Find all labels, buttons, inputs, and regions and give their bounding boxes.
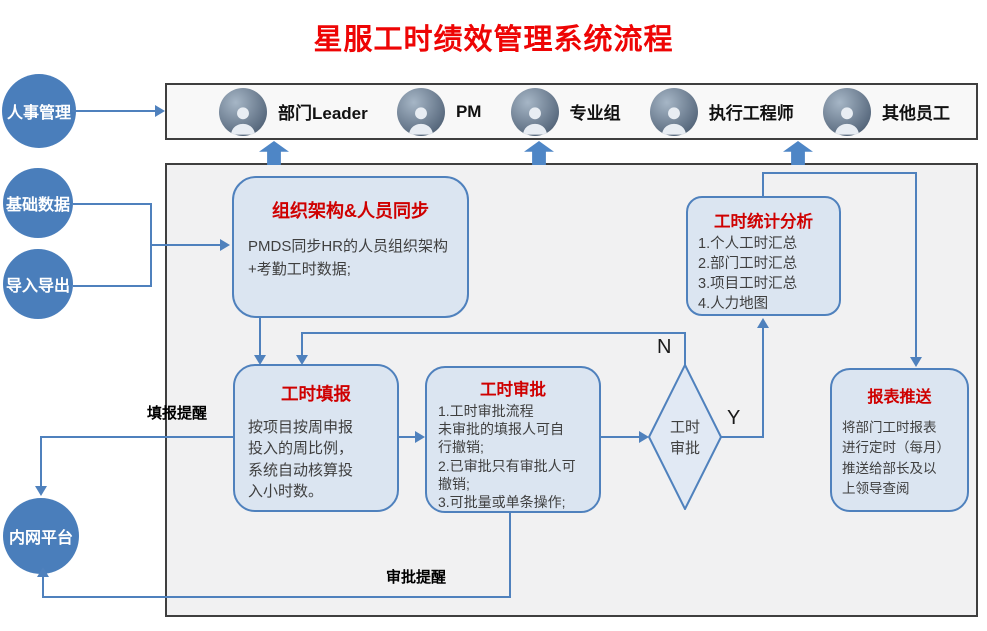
box-timesheet-approval: 工时审批 1.工时审批流程 未审批的填报人可自 行撤销; 2.已审批只有审批人可… xyxy=(425,366,601,513)
node-label: 内网平台 xyxy=(8,530,73,547)
connector-segment xyxy=(73,203,152,205)
connector-segment xyxy=(721,436,764,438)
avatar xyxy=(219,87,267,136)
label-no: N xyxy=(657,336,672,358)
node-basic-data: 基础数据 xyxy=(3,168,73,238)
role-item-execution-engineer: 执行工程师 xyxy=(649,87,794,136)
connector-segment xyxy=(40,436,42,487)
connector-segment xyxy=(301,332,686,334)
up-block-arrow xyxy=(783,141,813,165)
node-label: 导入导出 xyxy=(5,278,70,295)
connector-segment xyxy=(399,436,417,438)
role-item-other-staff: 其他员工 xyxy=(823,87,950,136)
decision-label: 工时 审批 xyxy=(669,419,700,457)
arrowhead xyxy=(910,357,922,367)
arrowhead xyxy=(415,431,425,443)
node-label: 基础数据 xyxy=(5,197,70,214)
decision-diamond xyxy=(648,364,722,510)
person-icon xyxy=(661,106,686,135)
arrowhead xyxy=(757,318,769,328)
label-yes: Y xyxy=(727,407,741,429)
person-icon xyxy=(230,106,256,135)
node-hr-management: 人事管理 xyxy=(2,74,76,148)
connector-segment xyxy=(762,172,764,196)
arrowhead xyxy=(220,239,230,251)
label-fill-reminder: 填报提醒 xyxy=(147,405,208,422)
role-item-pm: PM xyxy=(396,87,482,136)
node-label: 人事管理 xyxy=(6,105,71,122)
connector-segment xyxy=(73,285,152,287)
up-block-arrow xyxy=(524,141,554,165)
connector-segment xyxy=(40,436,233,438)
box-title: 工时统计分析 xyxy=(714,213,813,231)
list-item: 2.部门工时汇总 xyxy=(698,256,798,272)
page-title: 星服工时绩效管理系统流程 xyxy=(313,24,674,56)
list-item: 2.已审批只有审批人可 撤销; xyxy=(438,457,576,492)
node-import-export: 导入导出 xyxy=(3,249,73,319)
person-icon xyxy=(408,106,433,135)
list-item: 3.项目工时汇总 xyxy=(698,276,798,292)
arrowhead xyxy=(155,105,165,117)
box-stats-analysis: 工时统计分析 1.个人工时汇总 2.部门工时汇总 3.项目工时汇总 4.人力地图 xyxy=(686,196,841,316)
role-item-specialist-group: 专业组 xyxy=(510,87,621,136)
node-intranet-platform: 内网平台 xyxy=(3,498,79,574)
box-report-push: 报表推送 将部门工时报表 进行定时（每月） 推送给部长及以 上领导查阅 xyxy=(830,368,969,512)
arrowhead xyxy=(296,355,308,365)
up-block-arrow xyxy=(259,141,289,165)
box-title: 组织架构&人员同步 xyxy=(272,201,429,221)
list-item: 3.可批量或单条操作; xyxy=(438,493,566,510)
role-label: 专业组 xyxy=(569,104,621,123)
connector-segment xyxy=(259,317,261,356)
box-timesheet-fill: 工时填报 按项目按周申报 投入的周比例， 系统自动核算投 入小时数。 xyxy=(233,364,399,512)
connector-segment xyxy=(762,328,764,438)
role-item-dept-leader: 部门Leader xyxy=(219,87,368,136)
connector-segment xyxy=(150,244,222,246)
connector-segment xyxy=(72,110,157,112)
avatar xyxy=(396,87,445,136)
avatar xyxy=(510,87,559,136)
person-icon xyxy=(522,106,547,135)
connector-segment xyxy=(601,436,641,438)
connector-segment xyxy=(42,577,44,598)
arrowhead xyxy=(35,486,47,496)
connector-segment xyxy=(684,333,686,365)
avatar xyxy=(649,87,698,136)
role-label: 其他员工 xyxy=(882,104,950,123)
roles-bar: 部门Leader PM 专业组 执行工程师 其他员工 xyxy=(165,83,978,140)
list-item: 1.工时审批流程 未审批的填报人可自 行撤销; xyxy=(438,403,564,456)
label-approve-reminder: 审批提醒 xyxy=(386,569,447,586)
role-label: PM xyxy=(455,101,482,121)
box-org-sync: 组织架构&人员同步 PMDS同步HR的人员组织架构 +考勤工时数据; xyxy=(232,176,469,318)
box-body: 按项目按周申报 投入的周比例， 系统自动核算投 入小时数。 xyxy=(248,419,354,500)
connector-segment xyxy=(43,596,511,598)
box-body: 将部门工时报表 进行定时（每月） 推送给部长及以 上领导查阅 xyxy=(842,420,950,496)
arrowhead xyxy=(254,355,266,365)
arrowhead xyxy=(639,431,649,443)
connector-segment xyxy=(762,172,917,174)
person-icon xyxy=(834,106,860,135)
list-item: 1.个人工时汇总 xyxy=(698,236,798,252)
connector-segment xyxy=(915,172,917,358)
connector-segment xyxy=(301,332,303,356)
box-title: 工时填报 xyxy=(281,384,351,404)
arrowhead xyxy=(37,567,49,577)
box-title: 工时审批 xyxy=(480,381,546,399)
role-label: 部门Leader xyxy=(278,104,368,123)
list-item: 4.人力地图 xyxy=(698,296,769,312)
avatar xyxy=(823,87,871,136)
connector-segment xyxy=(509,512,511,598)
box-body: PMDS同步HR的人员组织架构 +考勤工时数据; xyxy=(248,238,449,278)
box-title: 报表推送 xyxy=(867,389,932,406)
role-label: 执行工程师 xyxy=(708,104,794,123)
